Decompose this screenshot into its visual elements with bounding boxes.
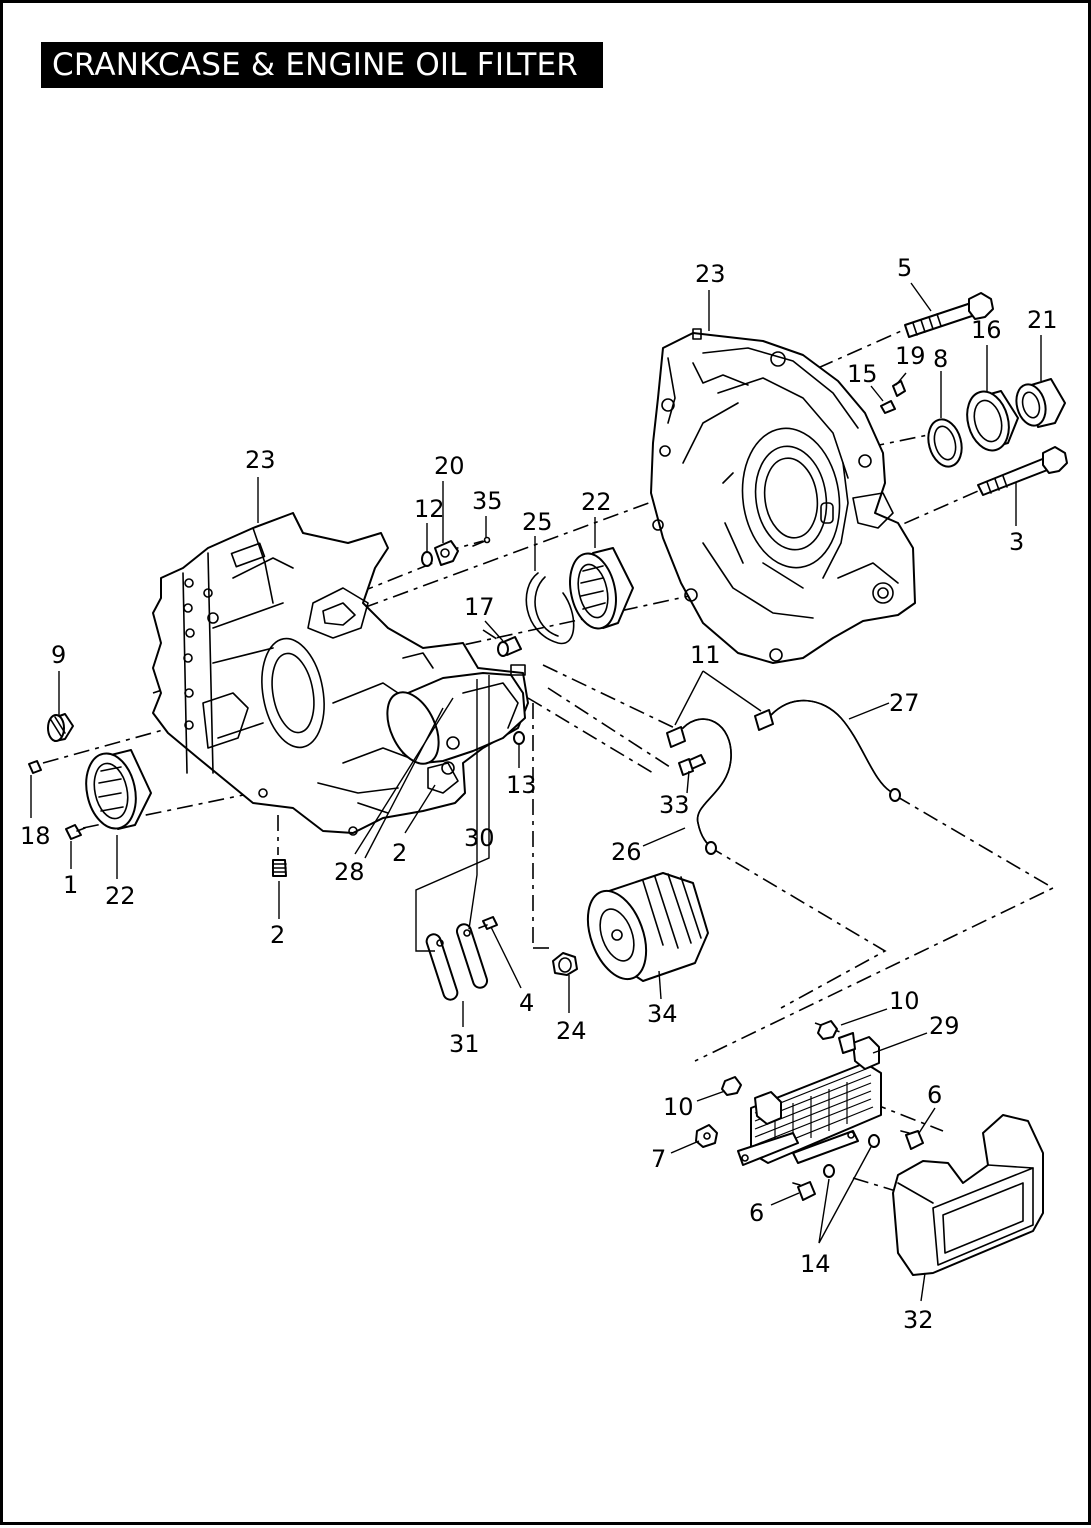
dowel-18 [28,760,42,774]
callout-8: 8 [933,345,948,373]
oil-cooler-29 [737,1036,882,1166]
screw-1 [65,824,86,840]
callout-10-upper: 10 [889,987,920,1015]
callout-7: 7 [651,1145,666,1173]
callout-29: 29 [929,1012,960,1040]
breather-20-12-35 [421,536,491,567]
assembly-lines [42,327,1055,1229]
callout-2-bottom: 2 [270,921,285,949]
callout-21: 21 [1027,306,1058,334]
hose-clamps-11 [666,709,774,748]
oring-13 [513,731,525,745]
oil-filter-34 [586,872,709,982]
callout-23-right: 23 [695,260,726,288]
bearing-22-left [85,749,152,830]
callout-34: 34 [647,1000,678,1028]
callout-11: 11 [690,641,721,669]
callout-6-right: 6 [927,1081,942,1109]
callout-15: 15 [847,360,878,388]
callout-26: 26 [611,838,642,866]
callout-25: 25 [522,508,553,536]
callout-27: 27 [889,689,920,717]
callout-1: 1 [63,871,78,899]
oil-line-26 [682,718,732,855]
seal-8 [927,418,963,468]
bolt-3 [977,446,1068,496]
callout-23-left: 23 [245,446,276,474]
exploded-view-drawing: 1 2 2 3 4 5 6 6 7 8 9 10 10 11 12 13 14 … [20,254,1068,1334]
callout-30: 30 [464,824,495,852]
nut-7 [695,1124,718,1148]
nut-10-lower [721,1076,742,1096]
callout-22-left: 22 [105,882,136,910]
bracket-31 [425,933,459,1001]
callout-12: 12 [414,495,445,523]
callout-16: 16 [971,316,1002,344]
plug-15-19 [880,380,906,414]
callout-14: 14 [800,1250,831,1278]
screw-4 [478,916,498,930]
callout-6-left: 6 [749,1199,764,1227]
right-crankcase-half [650,328,916,664]
seal-16 [966,390,1019,452]
fitting-29 [838,1032,856,1054]
bolt-5 [904,292,994,338]
callout-2-adapter: 2 [392,839,407,867]
bearing-22-center [569,547,634,630]
fitting-33 [678,754,706,776]
oil-line-27 [770,699,901,802]
callout-32: 32 [903,1306,934,1334]
callout-13: 13 [506,771,537,799]
callout-4: 4 [519,989,534,1017]
callout-22-center: 22 [581,488,612,516]
callout-5: 5 [897,254,912,282]
screw-6-left [792,1181,816,1201]
callout-28: 28 [334,858,365,886]
diagram-title: CRANKCASE & ENGINE OIL FILTER [41,42,603,88]
callout-labels: 1 2 2 3 4 5 6 6 7 8 9 10 10 11 12 13 14 … [20,254,1058,1334]
callout-19: 19 [895,342,926,370]
plug-2-bottom [272,859,287,877]
callout-3: 3 [1009,528,1024,556]
callout-24: 24 [556,1017,587,1045]
plug-24 [552,952,578,976]
callout-31: 31 [449,1030,480,1058]
cooler-cover-32 [892,1114,1044,1276]
washers-14 [823,1134,880,1178]
callout-33: 33 [659,791,690,819]
callout-10-lower: 10 [663,1093,694,1121]
dowel-17 [497,636,522,657]
bracket-30 [455,923,489,989]
spacer-21 [1015,378,1066,428]
callout-9: 9 [51,641,66,669]
callout-35: 35 [472,487,503,515]
callout-18: 18 [20,822,51,850]
screw-6-right [900,1130,924,1150]
callout-20: 20 [434,452,465,480]
callout-17: 17 [464,593,495,621]
nut-10-upper [817,1020,838,1040]
leader-lines [30,282,1042,1302]
bearing-9 [47,713,74,742]
retaining-ring-25 [525,572,575,645]
